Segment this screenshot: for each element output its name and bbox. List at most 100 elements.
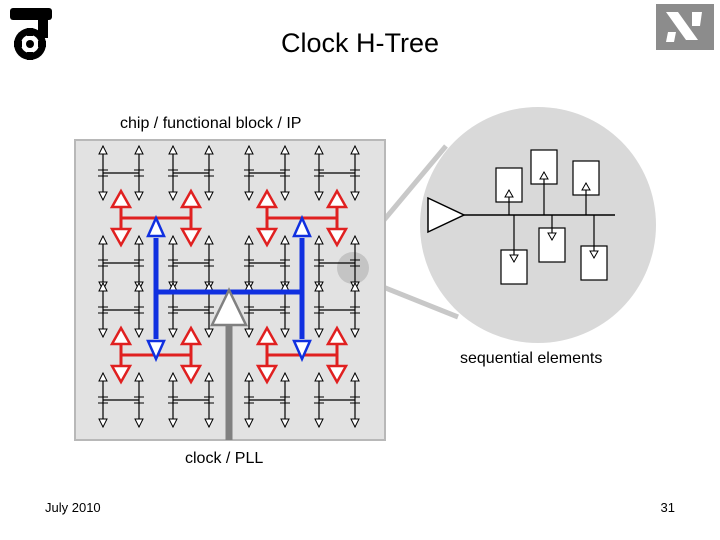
- red-buffer: [109, 188, 133, 209]
- leaf-arrow: [314, 191, 324, 202]
- leaf-h-tree: [98, 144, 144, 202]
- leaf-arrow: [280, 144, 290, 155]
- leaf-arrow: [314, 418, 324, 429]
- leaf-arrow: [204, 144, 214, 155]
- leaf-h-tree: [168, 144, 214, 202]
- sequential-elements-label: sequential elements: [460, 350, 603, 367]
- red-buffer: [325, 325, 349, 346]
- leaf-arrow: [350, 418, 360, 429]
- leaf-arrow: [350, 371, 360, 382]
- leaf-arrow: [134, 191, 144, 202]
- leaf-arrow: [244, 371, 254, 382]
- leaf-arrow: [134, 328, 144, 339]
- page-number: 31: [660, 500, 675, 515]
- leaf-arrow: [314, 328, 324, 339]
- leaf-arrow: [134, 371, 144, 382]
- leaf-arrow: [280, 191, 290, 202]
- blue-buffer: [292, 214, 312, 238]
- leaf-arrow: [168, 371, 178, 382]
- red-buffer: [179, 325, 203, 346]
- leaf-arrow: [168, 144, 178, 155]
- leaf-arrow: [314, 234, 324, 245]
- leaf-h-tree: [168, 371, 214, 429]
- slide-title: Clock H-Tree: [280, 28, 440, 58]
- leaf-arrow: [98, 144, 108, 155]
- red-h-tree: [109, 188, 203, 248]
- red-buffer: [179, 364, 203, 385]
- leaf-arrow: [244, 328, 254, 339]
- red-buffer: [255, 188, 279, 209]
- leaf-arrow: [168, 328, 178, 339]
- leaf-h-tree: [98, 371, 144, 429]
- leaf-h-tree: [244, 144, 290, 202]
- zoom-driver-buffer: [427, 196, 466, 234]
- clock-pll-label: clock / PLL: [185, 450, 264, 467]
- leaf-arrow: [204, 191, 214, 202]
- leaf-h-tree: [244, 371, 290, 429]
- red-buffer: [255, 364, 279, 385]
- leaf-arrow: [314, 281, 324, 292]
- leaf-arrow: [98, 234, 108, 245]
- leaf-arrow: [280, 371, 290, 382]
- chip-label: chip / functional block / IP: [120, 115, 302, 132]
- leaf-arrow: [280, 328, 290, 339]
- leaf-arrow: [98, 418, 108, 429]
- leaf-arrow: [244, 191, 254, 202]
- red-buffer: [109, 325, 133, 346]
- red-buffer: [255, 325, 279, 346]
- leaf-arrow: [134, 281, 144, 292]
- leaf-arrow: [204, 418, 214, 429]
- red-buffer: [109, 364, 133, 385]
- leaf-arrow: [168, 234, 178, 245]
- leaf-arrow: [350, 234, 360, 245]
- blue-buffer: [292, 339, 312, 363]
- leaf-arrow: [350, 281, 360, 292]
- red-buffer: [325, 227, 349, 248]
- zoom-clock-pin: [504, 188, 514, 198]
- leaf-arrow: [204, 371, 214, 382]
- red-buffer: [255, 227, 279, 248]
- leaf-arrow: [314, 144, 324, 155]
- leaf-arrow: [280, 418, 290, 429]
- leaf-arrow: [168, 191, 178, 202]
- red-buffer: [109, 227, 133, 248]
- blue-buffer: [146, 339, 166, 363]
- hebrew-letter-logo-icon: [656, 4, 714, 50]
- zoom-clock-pin: [539, 170, 549, 180]
- zoom-clock-pin: [509, 254, 519, 264]
- leaf-arrow: [350, 144, 360, 155]
- leaf-arrow: [244, 144, 254, 155]
- leaf-h-tree: [314, 144, 360, 202]
- leaf-arrow: [350, 328, 360, 339]
- technion-logo-icon: [10, 8, 52, 60]
- zoom-clock-pin: [581, 181, 591, 191]
- zoom-clock-pin: [589, 250, 599, 260]
- leaf-arrow: [134, 144, 144, 155]
- zoom-clock-pin: [547, 232, 557, 242]
- red-buffer: [179, 227, 203, 248]
- leaf-arrow: [134, 418, 144, 429]
- zoom-source-circle: [337, 252, 369, 284]
- leaf-h-tree: [314, 281, 360, 339]
- leaf-arrow: [244, 234, 254, 245]
- blue-buffer: [146, 214, 166, 238]
- leaf-arrow: [134, 234, 144, 245]
- leaf-arrow: [98, 371, 108, 382]
- red-buffer: [325, 364, 349, 385]
- leaf-arrow: [98, 281, 108, 292]
- leaf-arrow: [168, 418, 178, 429]
- leaf-arrow: [244, 418, 254, 429]
- leaf-arrow: [204, 234, 214, 245]
- leaf-arrow: [350, 191, 360, 202]
- leaf-arrow: [98, 191, 108, 202]
- footer-date: July 2010: [45, 500, 101, 515]
- leaf-h-tree: [314, 371, 360, 429]
- leaf-arrow: [314, 371, 324, 382]
- leaf-h-tree: [244, 281, 290, 339]
- root-buffer: [210, 287, 248, 327]
- red-buffer: [179, 188, 203, 209]
- red-buffer: [325, 188, 349, 209]
- leaf-arrow: [204, 328, 214, 339]
- leaf-arrow: [280, 234, 290, 245]
